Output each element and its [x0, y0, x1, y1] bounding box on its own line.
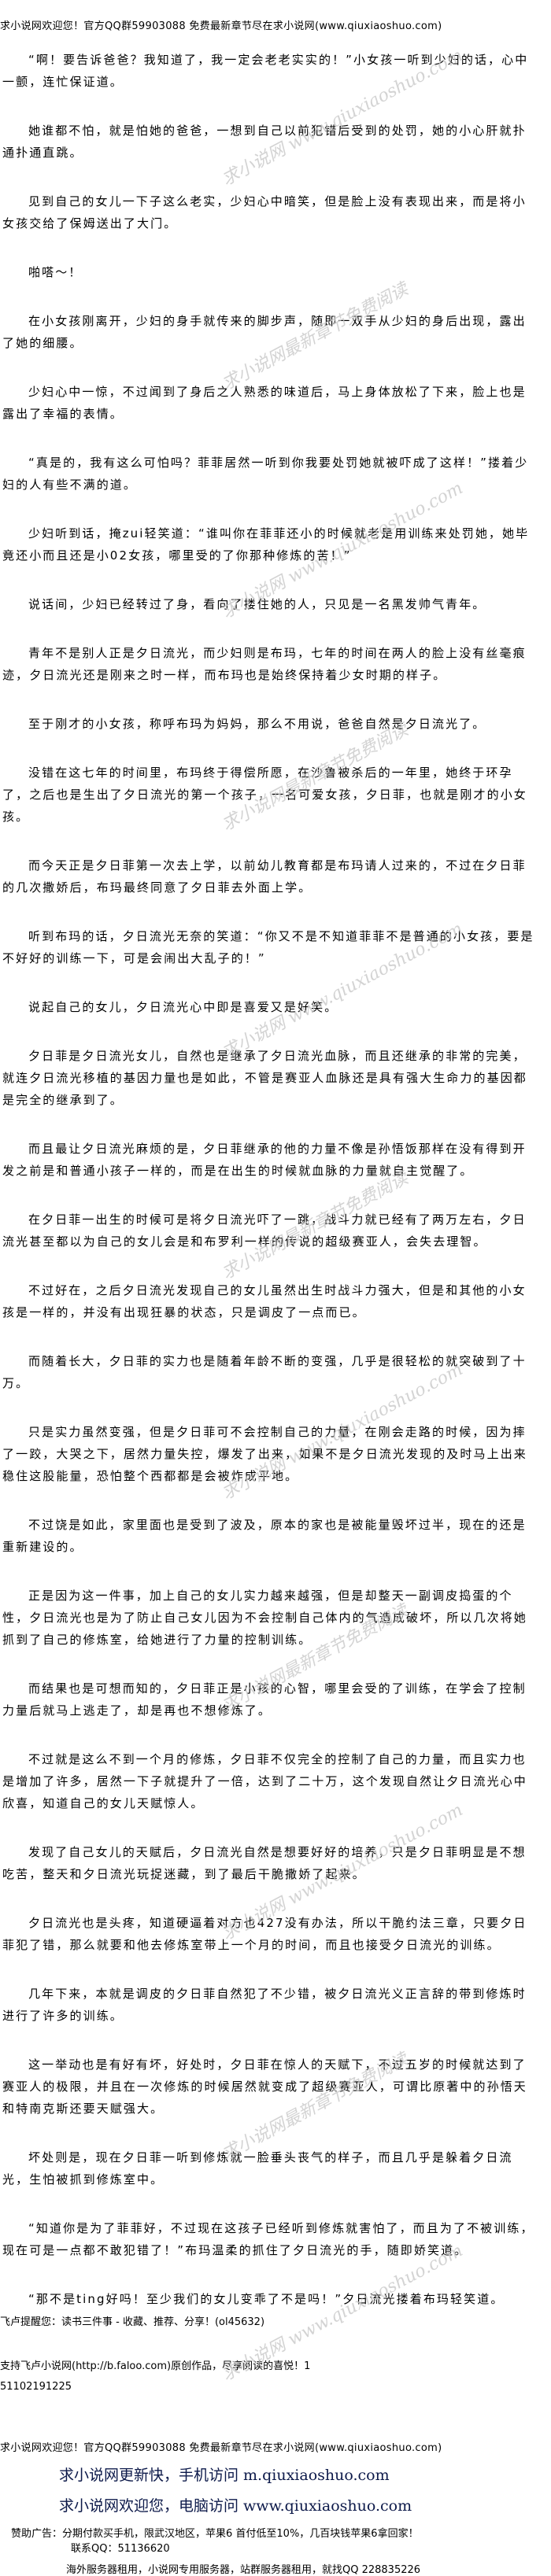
paragraph: 听到布玛的话，夕日流光无奈的笑道：“你又不是不知道菲菲不是普通的小女孩，要是不好… — [2, 929, 534, 965]
paragraph: 发现了自己女儿的天赋后，夕日流光自然是想要好好的培养，只是夕日菲明显是不想吃苦，… — [2, 1845, 527, 1881]
paragraph: 没错在这七年的时间里，布玛终于得偿所愿，在沙鲁被杀后的一年里，她终于环孕了，之后… — [2, 766, 527, 824]
chapter-code: 51102191225 — [0, 2381, 72, 2393]
support-faloo-note: 支持飞卢小说网(http://b.faloo.com)原创作品，尽享阅读的喜悦！… — [0, 2356, 310, 2397]
paragraph: 而且最让夕日流光麻烦的是，夕日菲继承的他的力量不像是孙悟饭那样在没有得到开发之前… — [2, 1142, 527, 1178]
support-text: 支持飞卢小说网(http://b.faloo.com)原创作品，尽享阅读的喜悦！… — [0, 2360, 311, 2372]
paragraph: 说起自己的女儿，夕日流光心中即是喜爱又是好笑。 — [28, 1000, 338, 1014]
paragraph: “那不是ting好吗！至少我们的女儿变乖了不是吗！”夕日流光搂着布玛轻笑道。 — [28, 2292, 505, 2306]
site-welcome-header: 求小说网欢迎您！官方QQ群59903088 免费最新章节尽在求小说网(www.q… — [0, 20, 442, 32]
chapter-content: “啊！要告诉爸爸？我知道了，我一定会老老实实的！”小女孩一听到少妇的话，心中一颤… — [2, 49, 539, 2337]
sponsor-ad: 赞助广告：分期付款买手机，限武汉地区，苹果6 首付低至10%，几百块钱苹果6拿回… — [11, 2528, 419, 2540]
paragraph: 不过就是这么不到一个月的修炼，夕日菲不仅完全的控制了自己的力量，而且实力也是增加… — [2, 1752, 527, 1810]
paragraph: 而结果也是可想而知的，夕日菲正是小孩的心智，哪里会受的了训练，在学会了控制力量后… — [2, 1681, 527, 1718]
paragraph: 不过饶是如此，家里面也是受到了波及，原本的家也是被能量毁坏过半，现在的还是重新建… — [2, 1518, 527, 1554]
paragraph: “知道你是为了菲菲好，不过现在这孩子已经听到修炼就害怕了，而且为了不被训练，现在… — [2, 2221, 534, 2257]
paragraph: 至于刚才的小女孩，称呼布玛为妈妈，那么不用说，爸爸自然是夕日流光了。 — [28, 717, 486, 731]
paragraph: 夕日菲是夕日流光女儿，自然也是继承了夕日流光血脉，而且还继承的非常的完美，就连夕… — [2, 1049, 527, 1107]
paragraph: 啪嗒～！ — [28, 265, 83, 279]
paragraph: 见到自己的女儿一下子这么老实，少妇心中暗笑，但是脸上没有表现出来，而是将小女孩交… — [2, 194, 527, 231]
paragraph: “真是的，我有这么可怕吗？菲菲居然一听到你我要处罚她就被吓成了这样！”搂着少妇的… — [2, 456, 529, 492]
reading-reminder: 飞卢提醒您：读书三件事 - 收藏、推荐、分享！(ol45632) — [0, 2316, 265, 2328]
paragraph: 而今天正是夕日菲第一次去上学，以前幼儿教育都是布玛请人过来的，不过在夕日菲的几次… — [2, 858, 527, 895]
paragraph: 正是因为这一件事，加上自己的女儿实力越来越强，但是却整天一副调皮捣蛋的个性，夕日… — [2, 1589, 527, 1647]
paragraph: 她谁都不怕，就是怕她的爸爸，一想到自己以前犯错后受到的处罚，她的小心肝就扑通扑通… — [2, 124, 527, 160]
paragraph: 在夕日菲一出生的时候可是将夕日流光吓了一跳，战斗力就已经有了两万左右，夕日流光甚… — [2, 1212, 527, 1249]
sponsor-contact: 联系QQ：51136620 — [71, 2543, 170, 2555]
paragraph: 少妇听到话，掩zui轻笑道：“谁叫你在菲菲还小的时候就老是用训练来处罚她，她毕竟… — [2, 526, 530, 563]
paragraph: 不过好在，之后夕日流光发现自己的女儿虽然出生时战斗力强大，但是和其他的小女孩是一… — [2, 1283, 527, 1319]
chapter-notes: 飞卢提醒您：读书三件事 - 收藏、推荐、分享！(ol45632) 支持飞卢小说网… — [0, 2313, 310, 2405]
site-footer: 求小说网欢迎您！官方QQ群59903088 免费最新章节尽在求小说网(www.q… — [0, 2439, 551, 2576]
paragraph: 在小女孩刚离开，少妇的身手就传来的脚步声，随即一双手从少妇的身后出现，露出了她的… — [2, 314, 527, 350]
paragraph: 几年下来，本就是调皮的夕日菲自然犯了不少错，被夕日流光义正言辞的带到修炼时进行了… — [2, 1987, 527, 2023]
paragraph: 这一举动也是有好有坏，好处时，夕日菲在惊人的天赋下，不过五岁的时候就达到了赛亚人… — [2, 2057, 527, 2116]
paragraph: 青年不是别人正是夕日流光，而少妇则是布玛，七年的时间在两人的脸上没有丝毫痕迹，夕… — [2, 646, 527, 682]
desktop-access-link[interactable]: 求小说网欢迎您，电脑访问 www.qiuxiaoshuo.com — [59, 2497, 412, 2515]
paragraph: 说话间，少妇已经转过了身，看向了搂住她的人，只见是一名黑发帅气青年。 — [28, 597, 486, 611]
paragraph: “啊！要告诉爸爸？我知道了，我一定会老老实实的！”小女孩一听到少妇的话，心中一颤… — [2, 53, 529, 89]
server-ad: 海外服务器租用，小说网专用服务器，站群服务器租用，就找QQ 228835226 — [66, 2564, 421, 2576]
paragraph: 夕日流光也是头疼，知道硬逼着对方也427没有办法，所以干脆约法三章，只要夕日菲犯… — [2, 1916, 527, 1952]
paragraph: 而随着长大，夕日菲的实力也是随着年龄不断的变强，几乎是很轻松的就突破到了十万。 — [2, 1354, 527, 1390]
footer-welcome: 求小说网欢迎您！官方QQ群59903088 免费最新章节尽在求小说网(www.q… — [0, 2442, 442, 2454]
mobile-access-link[interactable]: 求小说网更新快，手机访问 m.qiuxiaoshuo.com — [59, 2467, 390, 2484]
paragraph: 坏处则是，现在夕日菲一听到修炼就一脸垂头丧气的样子，而且几乎是躲着夕日流光，生怕… — [2, 2150, 513, 2187]
paragraph: 少妇心中一惊，不过闻到了身后之人熟悉的味道后，马上身体放松了下来，脸上也是露出了… — [2, 385, 527, 421]
paragraph: 只是实力虽然变强，但是夕日菲可不会控制自己的力量，在刚会走路的时候，因为摔了一跤… — [2, 1425, 527, 1483]
